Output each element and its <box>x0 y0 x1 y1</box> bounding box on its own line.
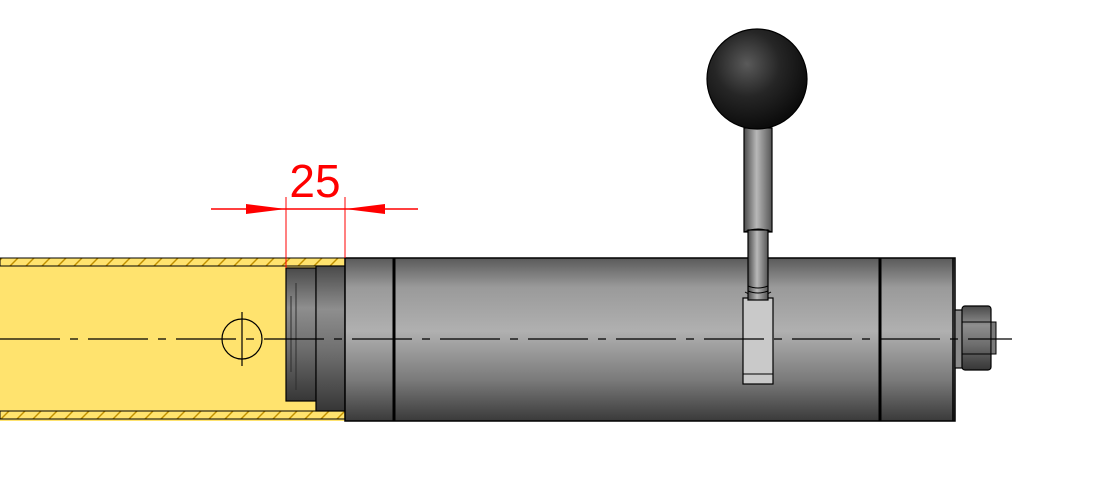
lever-knob <box>706 28 808 130</box>
tube-wall-bottom <box>0 410 346 420</box>
end-bolt <box>954 305 997 371</box>
lever-slot <box>742 291 774 385</box>
dimension-arrow-left <box>246 204 286 214</box>
tube-wall-top <box>0 257 346 267</box>
dimension-value: 25 <box>289 155 340 207</box>
dimension-arrow-right <box>345 204 385 214</box>
lever-rod <box>743 127 773 301</box>
dimension-25: 25 <box>211 155 418 268</box>
hole-center-mark <box>221 312 263 366</box>
